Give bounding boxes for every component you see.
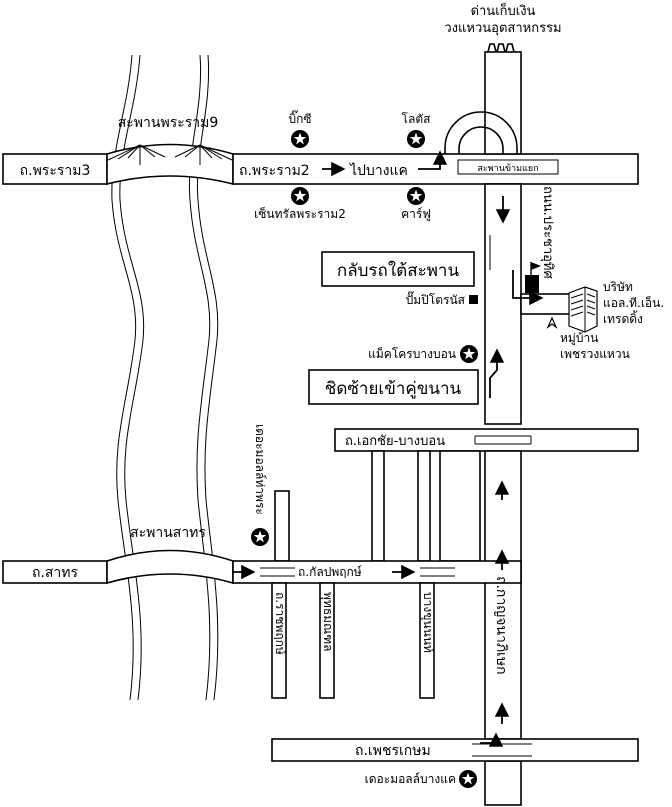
south-verticals (271, 582, 435, 699)
toll-booth-label-1: ด่านเก็บเงิน (471, 1, 536, 19)
gas-station-label: ปั๊มปิโตรนัส (406, 291, 466, 307)
village-label-1: หมู่บ้าน (560, 331, 598, 346)
phetkasem-road-label: ถ.เพชรเกษม (355, 743, 431, 759)
village-label-2: เพชรวงแหวน (560, 347, 630, 361)
phutthamonthon-label: พุทธมณฑล (320, 592, 335, 652)
phetkasem-road (271, 738, 639, 762)
rama3-road-label: ถ.พระราม3 (20, 163, 91, 179)
u-turn-note-box (321, 251, 475, 287)
lotus-label: โลตัส (402, 112, 432, 126)
mall-bang-kae-star-icon (459, 770, 477, 788)
village-pointer-icon (546, 316, 558, 329)
toll-booth-label-2: วงแหวนอุตสาหกรรม (444, 21, 561, 36)
keep-left-note: ชิดซ้ายเข้าคู่ขนาน (325, 379, 462, 399)
central-star-icon (291, 187, 309, 205)
route-arrows (232, 150, 544, 747)
side-blocks (274, 450, 481, 562)
gas-station-icon (469, 295, 478, 304)
sathorn-road-label: ถ.สาทร (32, 565, 79, 581)
taksin-bridge-label: สะพานสาทร (130, 525, 206, 541)
makro-star-icon (460, 345, 478, 363)
mall-tha-phra-star-icon (251, 528, 269, 546)
mall-bang-kae-label: เดอะมอลล์บางแค (365, 772, 456, 786)
makro-label: แม็คโครบางบอน (368, 346, 456, 361)
office-building-icon (568, 286, 598, 333)
company-label-2: แอล.ที.เอ็น. (603, 295, 664, 310)
carrefour-label: คาร์ฟู (401, 207, 431, 222)
sathorn-road (2, 549, 522, 585)
ratchaphruek-road-label: ถ.ราชพฤกษ์ (273, 592, 287, 655)
kanchanaphisek-road-label: ถ.กาญจนาภิเษก (493, 576, 509, 675)
rama9-bridge-label: สะพานพระราม9 (118, 115, 219, 131)
to-bang-kae-label: ไปบางแค (349, 162, 408, 179)
kalapaphruek-road-label: ถ.กัลปพฤกษ์ (298, 565, 362, 579)
u-turn-note: กลับรถใต้สะพาน (337, 260, 460, 281)
central-label: เซ็นทรัลพระราม2 (254, 206, 346, 221)
kanchanaphisek-road (484, 450, 522, 806)
rama-road (2, 143, 639, 186)
company-label-3: เทรดดิ้ง (603, 310, 643, 326)
bang-khun-non-label: บางขุนนนท์ (420, 592, 435, 653)
keep-left-note-box (308, 369, 479, 405)
ekkachai-road-label: ถ.เอกชัย-บางบอน (345, 434, 445, 449)
rama9-bridge-drawing (107, 144, 233, 165)
carrefour-star-icon (407, 187, 425, 205)
flag-icon (525, 262, 541, 293)
prachauthit-upper (484, 183, 522, 425)
rama2-road-label: ถ.พระราม2 (239, 163, 310, 179)
big-c-label: บิ๊กซี (288, 110, 311, 126)
overpass-label: สะพานข้ามแยก (477, 163, 538, 174)
prachauthit-road-label: ถนน.ประชาอุทิศ (540, 186, 555, 279)
lotus-star-icon (407, 130, 425, 148)
company-label-1: บริษัท (603, 280, 633, 294)
mall-tha-phra-label: เดอะมอลล์ท่าพระ (253, 424, 267, 515)
u-turn-loop (444, 111, 559, 175)
big-c-star-icon (291, 130, 309, 148)
company-branch (520, 293, 572, 315)
